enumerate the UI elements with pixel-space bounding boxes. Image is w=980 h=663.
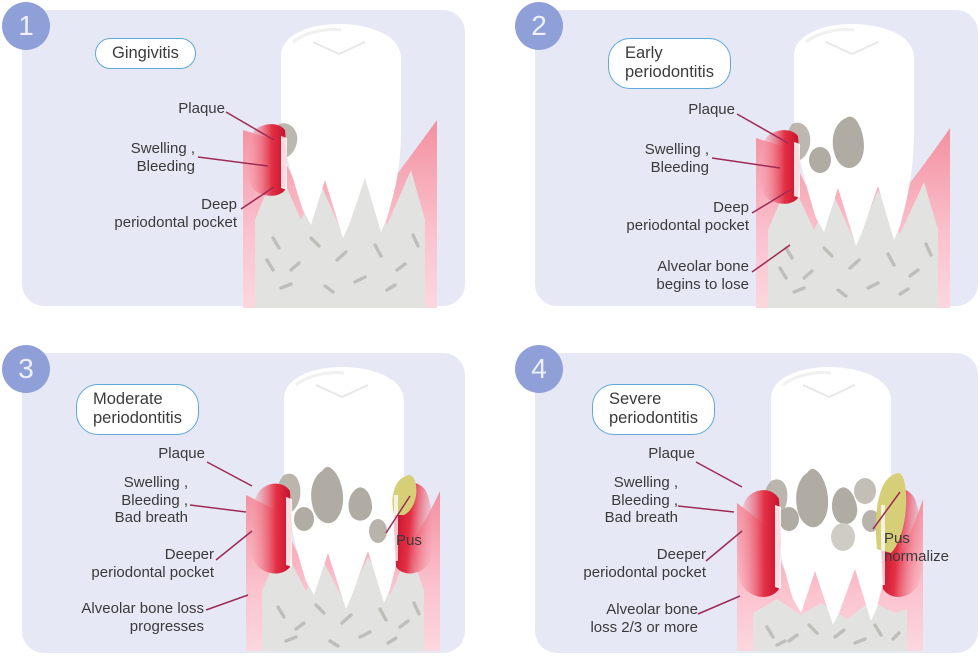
callout-swelling-bleeding-3: Swelling , Bleeding , Bad breath bbox=[114, 474, 188, 527]
callout-deep-pocket-1: Deep periodontal pocket bbox=[114, 196, 237, 231]
stage-badge-3: 3 bbox=[2, 345, 50, 393]
stage-badge-2: 2 bbox=[515, 2, 563, 50]
periodontal-pocket bbox=[286, 497, 292, 567]
tooth-cusp-groove bbox=[312, 41, 366, 56]
inflamed-gum-left bbox=[249, 483, 292, 574]
callout-deeper-pocket-3: Deeper periodontal pocket bbox=[91, 546, 214, 581]
tooth-illustration-stage-2 bbox=[756, 24, 950, 308]
periodontal-pocket bbox=[775, 505, 781, 589]
callout-alveolar-bone-2: Alveolar bone begins to lose bbox=[656, 258, 749, 293]
callout-pus-normalize-4: Pus normalize bbox=[884, 530, 950, 565]
stage-badge-4: 4 bbox=[515, 345, 563, 393]
callout-plaque-4: Plaque bbox=[648, 445, 695, 462]
tooth bbox=[284, 367, 404, 609]
tooth-illustration-stage-1 bbox=[243, 24, 437, 308]
callout-alveolar-bone-3: Alveolar bone loss progresses bbox=[81, 600, 204, 635]
periodontal-pocket-right bbox=[394, 495, 398, 561]
callout-swelling-bleeding-2: Swelling , Bleeding bbox=[644, 141, 709, 176]
stage-title-1: Gingivitis bbox=[95, 38, 196, 70]
bone-texture bbox=[765, 623, 901, 647]
alveolar-bone bbox=[768, 178, 938, 308]
stage-title-3: Moderate periodontitis bbox=[76, 384, 199, 435]
alveolar-bone bbox=[255, 165, 425, 308]
bone-texture bbox=[265, 233, 420, 294]
tooth-cusp-groove bbox=[825, 41, 879, 56]
inflamed-gum-left bbox=[736, 490, 781, 597]
callout-plaque-1: Plaque bbox=[178, 100, 225, 117]
stage-title-4: Severe periodontitis bbox=[592, 384, 715, 435]
stage-title-2: Early periodontitis bbox=[608, 38, 731, 89]
callout-alveolar-bone-4: Alveolar bone loss 2/3 or more bbox=[590, 601, 698, 636]
tooth-illustration-stage-4 bbox=[736, 367, 923, 651]
callout-pus-3: Pus bbox=[396, 532, 422, 549]
stage-badge-1: 1 bbox=[2, 2, 50, 50]
inflamed-gum bbox=[246, 124, 287, 196]
callout-plaque-3: Plaque bbox=[158, 445, 205, 462]
bone-texture bbox=[276, 601, 421, 648]
callout-swelling-bleeding-1: Swelling , Bleeding bbox=[130, 140, 195, 175]
tooth-cusp-groove bbox=[802, 384, 856, 399]
tooth-illustration-stage-3 bbox=[246, 367, 440, 651]
tooth bbox=[771, 367, 891, 625]
callout-plaque-2: Plaque bbox=[688, 101, 735, 118]
callout-swelling-bleeding-4: Swelling , Bleeding , Bad breath bbox=[604, 474, 678, 527]
callout-deeper-pocket-4: Deeper periodontal pocket bbox=[583, 546, 706, 581]
periodontal-pocket bbox=[281, 136, 287, 190]
callout-deep-pocket-2: Deep periodontal pocket bbox=[626, 199, 749, 234]
inflamed-gum bbox=[759, 130, 800, 204]
periodontal-pocket bbox=[794, 142, 800, 198]
tooth bbox=[281, 24, 401, 238]
tooth-cusp-groove bbox=[315, 384, 369, 399]
